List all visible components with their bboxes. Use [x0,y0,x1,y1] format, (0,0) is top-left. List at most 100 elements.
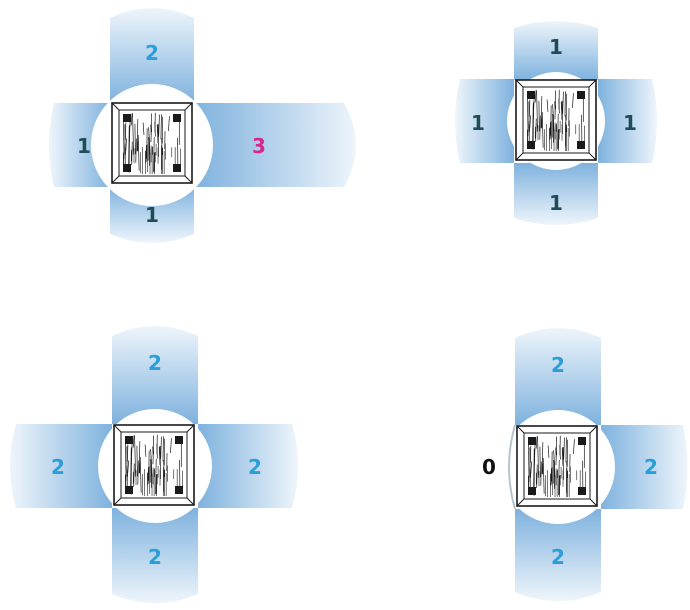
block-hatch [535,436,538,449]
block-hatch [564,91,566,117]
block-hatch [144,444,147,457]
block-corner-line [184,175,193,184]
block-hatch [133,463,135,487]
block-hatch [563,437,565,460]
block-hatch [547,445,550,458]
block-top-left [111,102,193,184]
block-hatch [168,116,170,132]
label-bottom: 2 [551,545,565,569]
block-hatch [160,436,162,459]
block-hatch [156,125,159,138]
block-hatch [565,115,567,132]
block-stud [527,91,535,99]
block-hatch [163,460,165,477]
arm-top [514,21,598,80]
block-hatch [150,124,152,135]
block-hatch [542,457,545,494]
block-corner-line [515,79,524,88]
block-corner-line [516,498,525,507]
block-hatch [561,448,564,461]
block-stud [123,164,131,172]
block-hatch [572,93,574,109]
block-stud [123,114,131,122]
block-hatch [142,122,145,135]
block-stud [175,436,183,444]
block-hatch [530,461,532,474]
arm-right [601,425,688,509]
block-hatch [162,436,164,462]
label-right: 1 [623,111,637,135]
arm-right [598,79,657,163]
block-hatch [137,460,139,485]
arm-bottom [112,508,198,603]
block-stud [578,487,586,495]
block-inner [118,109,186,177]
block-stud [577,91,585,99]
block-corner-line [588,152,597,161]
block-hatch [555,447,557,458]
block-corner-line [186,497,195,506]
block-hatch [131,141,133,165]
block-hatch [537,436,539,475]
label-bottom: 1 [145,203,159,227]
block-inner [522,86,590,154]
block-hatch [539,115,541,140]
label-right: 2 [644,455,658,479]
block-hatch [536,464,538,488]
block-hatch [130,447,132,487]
block-hatch [161,138,163,155]
block-corner-line [186,424,195,433]
block-corner-line [113,497,122,506]
arm-right [198,424,298,508]
block-hatch [565,437,567,463]
block-hatch [128,125,130,165]
panel-top-right: 1 1 1 1 [455,21,657,225]
block-hatch [573,439,575,455]
label-right: 3 [252,134,266,158]
block-hatch [540,96,543,129]
label-right: 2 [248,455,262,479]
arm-top [515,328,601,425]
block-hatch [158,447,161,460]
block-hatch [160,114,162,140]
block-hatch [558,459,560,496]
block-hatch [155,458,157,495]
block-hatch [138,441,141,474]
arm-right [194,103,356,187]
block-hatch [139,456,142,493]
block-hatch [532,102,534,142]
block-top-right [515,79,597,161]
block-hatch [148,134,151,155]
block-inner [120,431,188,499]
arm-left [10,424,112,508]
block-hatch [541,442,544,475]
block-hatch [560,102,563,115]
block-hatch [132,435,135,448]
block-hatch [540,461,542,486]
block-hatch [153,136,155,173]
panel-top-left: 2 1 3 1 [49,8,356,243]
label-top: 2 [551,353,565,377]
block-corner-line [515,152,524,161]
block-hatch [150,456,153,477]
block-hatch [541,111,544,148]
block-bottom-right [516,425,598,507]
block-hatch [557,113,559,150]
block-hatch [130,113,133,126]
block-stud [173,164,181,172]
arm-top [112,326,198,424]
label-top: 2 [148,351,162,375]
label-top: 1 [549,35,563,59]
block-inner [523,432,591,500]
label-bottom: 2 [148,545,162,569]
block-corner-line [113,424,122,433]
label-left: 0 [482,455,496,479]
block-hatch [553,457,556,478]
block-corner-line [184,102,193,111]
arm-left [455,79,514,163]
label-left: 2 [51,455,65,479]
arm-bottom [515,509,601,601]
block-corner-line [516,425,525,434]
block-hatch [529,115,531,128]
